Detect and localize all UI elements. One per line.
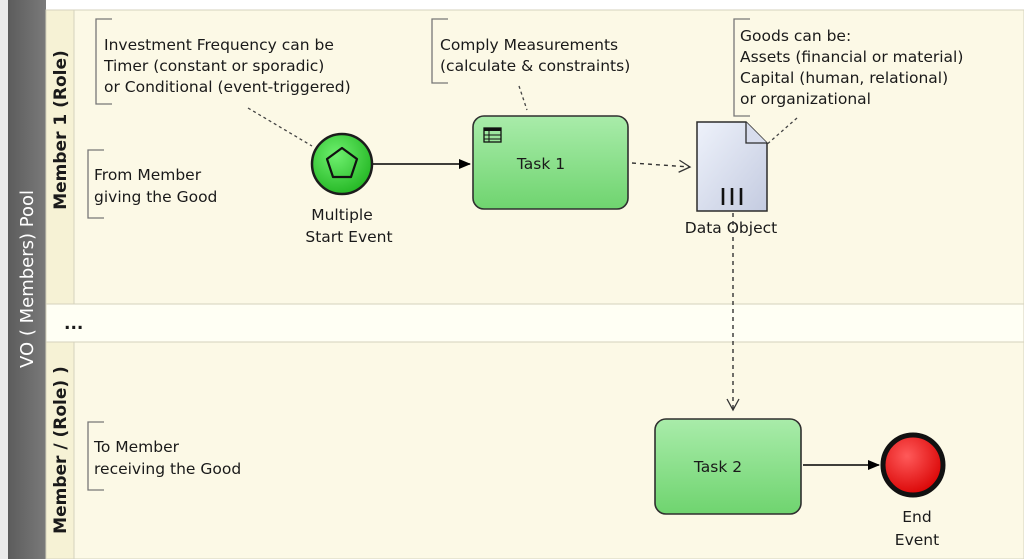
association-investment: [247, 107, 313, 147]
start-event-label-1: Multiple: [311, 206, 373, 224]
annotation-goods-line-1: Goods can be:: [740, 27, 851, 45]
task-1[interactable]: Task 1: [472, 115, 629, 210]
multiple-start-event[interactable]: Multiple Start Event: [305, 132, 393, 246]
data-association-task1-data: [631, 159, 692, 173]
pool-label: VO ( Members) Pool: [17, 190, 38, 368]
annotation-to-member[interactable]: To Member receiving the Good: [87, 421, 241, 491]
data-object[interactable]: Data Object: [685, 121, 777, 237]
association-goods: [764, 117, 798, 147]
annotation-comply-measurements[interactable]: Comply Measurements (calculate & constra…: [431, 18, 630, 84]
annotation-investment-frequency[interactable]: Investment Frequency can be Timer (const…: [95, 18, 351, 105]
annotation-from-line-1: From Member: [94, 166, 202, 184]
lane-member-n: Member / (Role) ): [45, 341, 1024, 559]
lane-ellipsis-label: ...: [64, 314, 83, 334]
annotation-investment-line-1: Investment Frequency can be: [104, 36, 334, 54]
annotation-goods-line-3: Capital (human, relational): [740, 69, 948, 87]
end-event[interactable]: End Event: [880, 432, 946, 549]
annotation-to-line-1: To Member: [93, 438, 180, 456]
annotation-comply-line-2: (calculate & constraints): [440, 57, 630, 75]
table-icon: [483, 127, 502, 143]
task-2[interactable]: Task 2: [654, 418, 802, 515]
end-event-label-1: End: [902, 508, 931, 526]
annotation-goods-line-4: or organizational: [740, 90, 871, 108]
pool-header: [8, 0, 46, 559]
end-event-label-2: Event: [895, 531, 939, 549]
association-comply: [518, 85, 528, 111]
lane-member-n-label: Member / (Role) ): [51, 366, 71, 534]
lane-member-1: Member 1 (Role): [45, 9, 1024, 305]
annotation-investment-line-3: or Conditional (event-triggered): [104, 78, 351, 96]
annotation-comply-line-1: Comply Measurements: [440, 36, 618, 54]
annotation-from-member[interactable]: From Member giving the Good: [87, 149, 217, 219]
data-object-label: Data Object: [685, 219, 777, 237]
annotation-goods-line-2: Assets (financial or material): [740, 48, 963, 66]
task-1-label: Task 1: [516, 155, 565, 173]
start-event-label-2: Start Event: [305, 228, 392, 246]
lane-ellipsis: ...: [45, 303, 1024, 343]
annotation-goods[interactable]: Goods can be: Assets (financial or mater…: [733, 18, 963, 117]
lane-member-1-label: Member 1 (Role): [51, 50, 71, 210]
pentagon-icon: [325, 146, 359, 179]
annotation-investment-line-2: Timer (constant or sporadic): [103, 57, 324, 75]
task-2-label: Task 2: [693, 458, 742, 476]
annotation-to-line-2: receiving the Good: [94, 460, 241, 478]
collection-marker-icon: [721, 188, 743, 205]
annotation-from-line-2: giving the Good: [94, 188, 217, 206]
